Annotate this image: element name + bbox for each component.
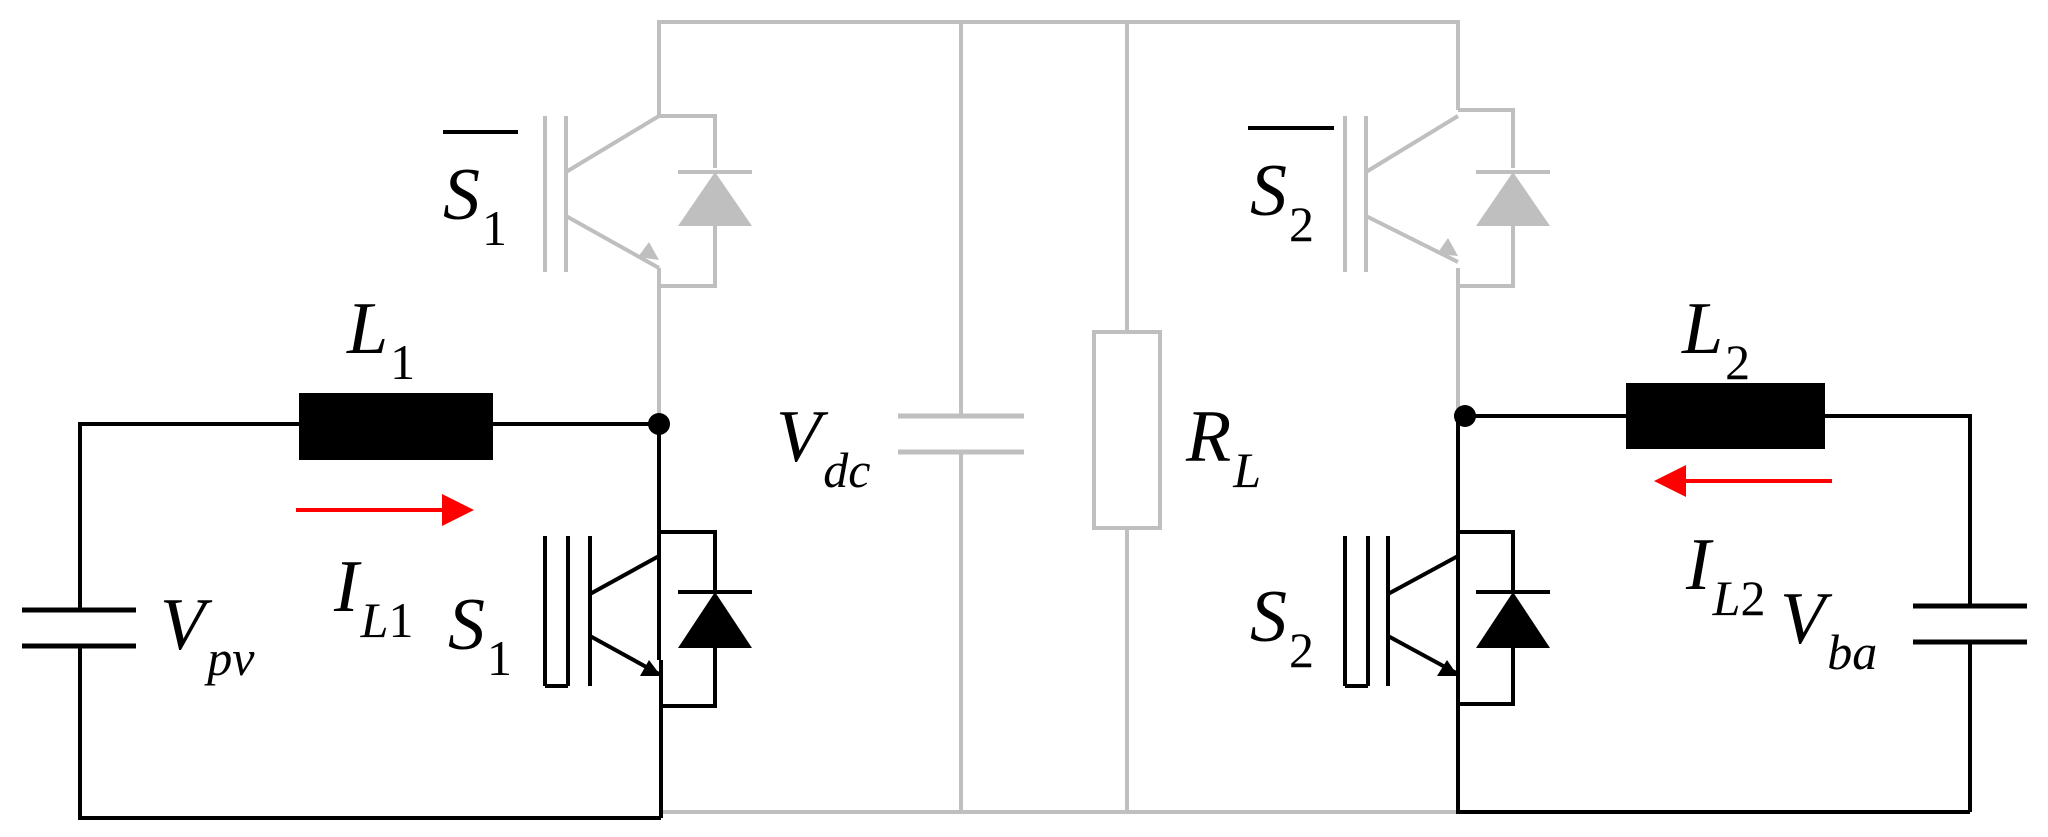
resistor-rl xyxy=(1092,330,1162,530)
label-s2bar-overline xyxy=(1248,126,1334,130)
label-il1: IL1 xyxy=(334,546,414,648)
capacitor-vdc xyxy=(898,413,1024,455)
capacitor-vpv xyxy=(22,607,136,649)
label-s1bar: S1 xyxy=(443,154,507,256)
upper-right-switch-arrow xyxy=(1437,238,1458,256)
inductor-l1 xyxy=(299,393,493,460)
lower-left-diode xyxy=(678,592,752,648)
label-vpv: Vpv xyxy=(160,584,255,686)
label-s2bar: S2 xyxy=(1250,150,1314,252)
node-left-midpoint xyxy=(648,413,670,435)
lower-left-switch-arrow xyxy=(640,660,661,676)
battery-side-wiring xyxy=(1456,414,1972,814)
capacitor-vba xyxy=(1913,603,2027,645)
label-vdc: Vdc xyxy=(776,396,871,498)
pv-side-wiring xyxy=(78,422,717,820)
upper-right-diode xyxy=(1476,172,1550,226)
upper-left-switch-arrow xyxy=(638,242,659,260)
upper-right-switch xyxy=(1343,108,1550,288)
node-right-midpoint xyxy=(1454,405,1476,427)
label-s2: S2 xyxy=(1250,576,1314,678)
label-rl: RL xyxy=(1186,396,1262,498)
lower-right-diode xyxy=(1476,592,1550,648)
label-vba: Vba xyxy=(1780,578,1878,680)
upper-left-diode xyxy=(678,172,752,226)
label-s1bar-overline xyxy=(443,130,518,134)
label-l1: L1 xyxy=(347,288,416,390)
label-s1: S1 xyxy=(448,584,512,686)
label-il2: IL2 xyxy=(1686,524,1766,626)
label-l2: L2 xyxy=(1682,288,1751,390)
inductor-l2 xyxy=(1626,383,1825,449)
lower-left-switch xyxy=(543,536,752,688)
dc-link-wiring xyxy=(657,20,1460,814)
lower-right-switch-arrow xyxy=(1437,660,1458,676)
